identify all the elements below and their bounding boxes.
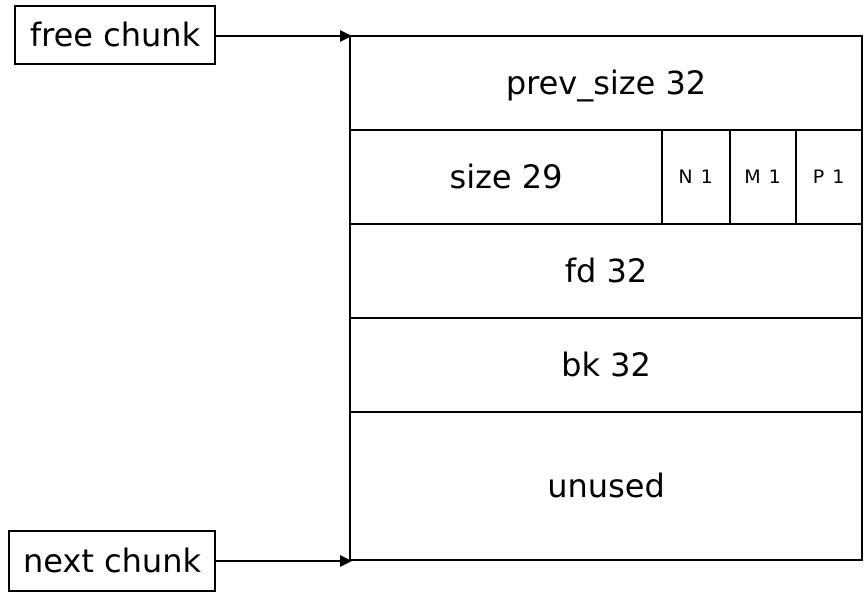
fd-field: fd 32 <box>351 225 861 319</box>
next-chunk-arrow <box>216 555 352 567</box>
next-chunk-label: next chunk <box>8 530 216 592</box>
size-field-row: size 29 N 1 M 1 P 1 <box>351 131 861 225</box>
flag-m: M 1 <box>731 131 797 223</box>
prev-size-field: prev_size 32 <box>351 37 861 131</box>
unused-field: unused <box>547 467 665 505</box>
size-field: size 29 <box>351 131 663 223</box>
bk-field: bk 32 <box>351 319 861 413</box>
chunk-layout: prev_size 32 size 29 N 1 M 1 P 1 fd 32 b… <box>349 35 863 561</box>
flag-n: N 1 <box>663 131 731 223</box>
flag-p: P 1 <box>812 166 846 188</box>
free-chunk-arrow <box>216 30 352 42</box>
free-chunk-label: free chunk <box>14 5 216 65</box>
